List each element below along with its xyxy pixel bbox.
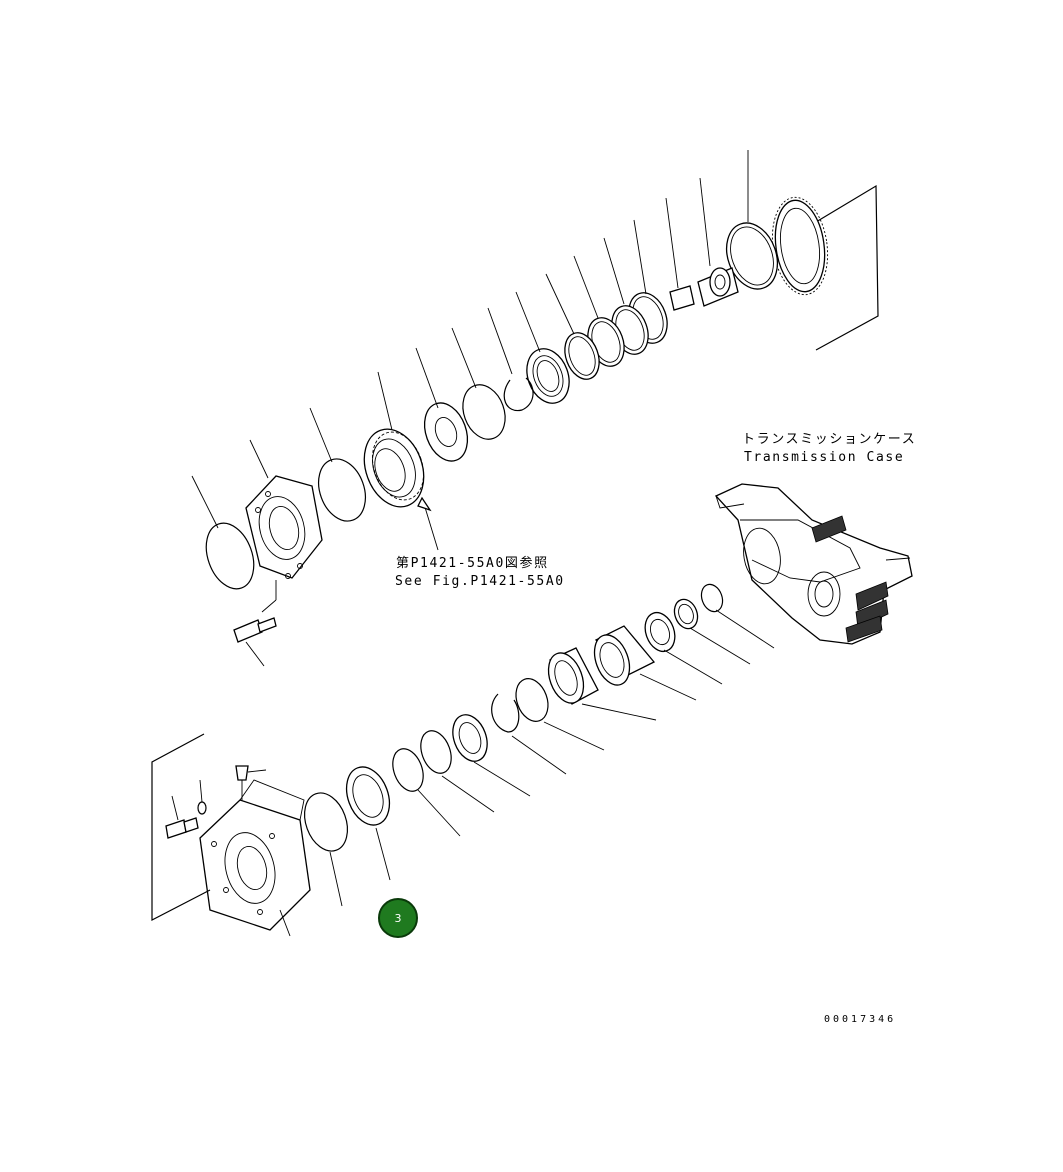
lower-ring-a [700,583,775,649]
lower-washer [197,779,207,815]
lower-roller-cage [593,625,697,701]
upper-thrust-washer [415,347,469,462]
figure-reference-label-jp: 第P1421-55A0図参照 [396,556,549,571]
upper-o-ring-2 [309,407,366,522]
lower-bolt [165,795,199,839]
lower-snap-ring [515,678,605,751]
transmission-case [714,483,913,645]
lower-fitting [235,765,267,800]
upper-spline-shaft [697,177,739,307]
part-callout-number: 3 [394,911,402,925]
lower-bearing [547,647,657,721]
drawing-number: 00017346 [824,1014,897,1025]
lower-housing [199,779,311,937]
upper-bolt [233,617,277,667]
transmission-case-label-en: Transmission Case [744,450,905,465]
lower-piston [345,766,391,881]
lower-ring-c [644,611,723,685]
upper-ring-4 [545,273,600,380]
transmission-case-label-jp: トランスミッションケース [742,432,917,447]
lower-o-ring [303,792,349,907]
upper-retainer-housing [245,439,323,613]
upper-o-ring [451,327,506,440]
upper-gear-disc [771,196,829,296]
upper-snap-ring-open [487,307,534,412]
upper-key-washer [665,197,695,311]
upper-bearing-race [515,291,570,404]
upper-group-bracket [815,184,879,351]
lower-group-bracket [151,733,211,921]
lower-ring-d [420,730,495,813]
lower-ring-b [673,598,751,665]
upper-clutch-drum [363,371,439,551]
upper-large-ring [725,150,779,290]
lower-lock-nut [452,714,531,797]
part-callout-badge[interactable]: 3 [378,898,418,938]
lower-ring-e [392,748,461,837]
upper-left-o-ring [191,475,255,590]
figure-reference-label-en: See Fig.P1421-55A0 [395,574,565,589]
lower-open-snap-ring [491,693,567,775]
